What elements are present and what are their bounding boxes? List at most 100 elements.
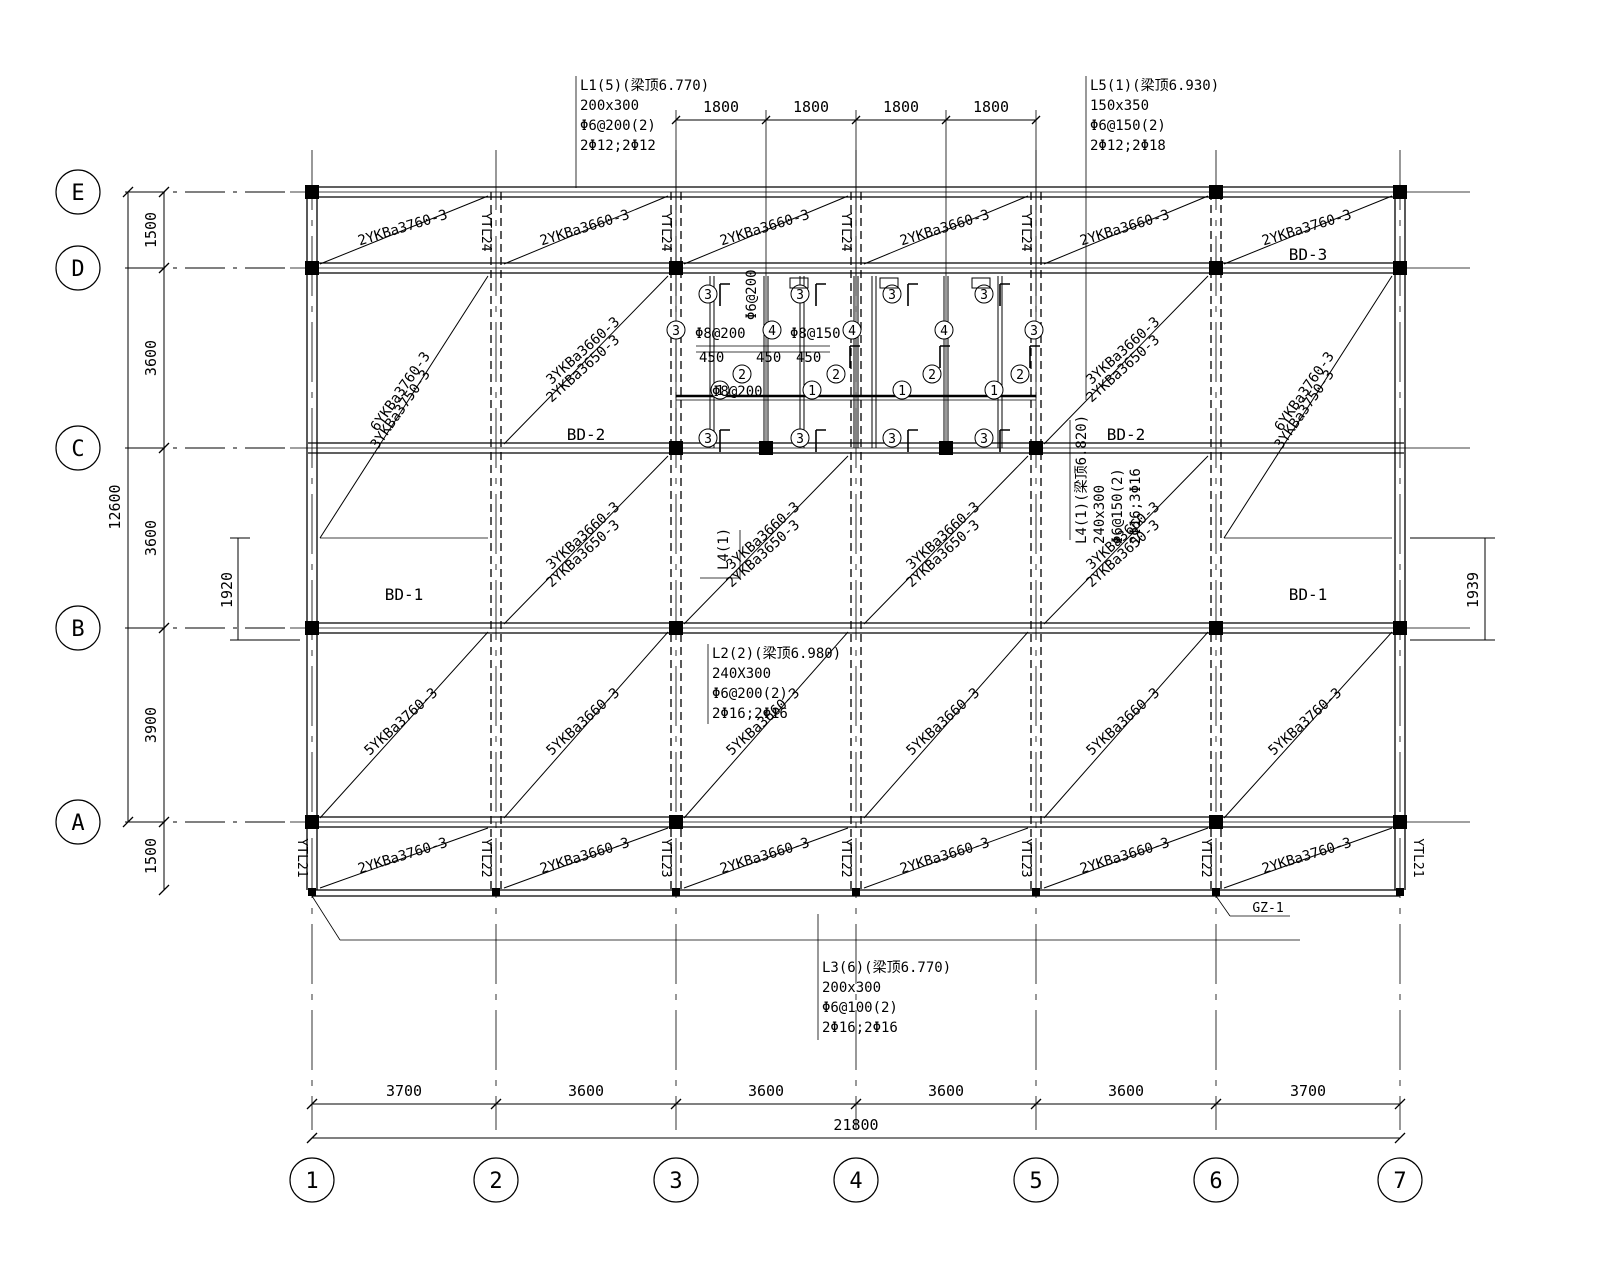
axis-label-6: 6 — [1209, 1169, 1222, 1194]
left-dim-5: 1500 — [142, 838, 160, 874]
beam-L5-label-line-1: L5(1)(梁顶6.930) — [1090, 78, 1219, 94]
rebar-450-label-3: 450 — [796, 350, 821, 366]
beam-L1-label-line-3: Φ6@200(2) — [580, 118, 656, 134]
side-dim-left: 1920 — [218, 572, 236, 608]
slab-diagonal — [683, 195, 849, 265]
slab-label-E1: 2YKBa3760-3 — [356, 207, 449, 249]
slab-label-S5: 2YKBa3660-3 — [1078, 835, 1171, 877]
column — [1209, 185, 1223, 199]
column — [305, 261, 319, 275]
slab-diagonal — [1223, 275, 1393, 539]
leader-line — [311, 895, 341, 941]
left-dim-4: 3900 — [142, 707, 160, 743]
slab-label-A2: 5YKBa3660-3 — [544, 685, 624, 759]
axis-label-1: 1 — [305, 1169, 318, 1194]
slab-diagonal — [503, 827, 669, 889]
bd2-label-left: BD-2 — [567, 425, 606, 444]
axis-label-E: E — [71, 181, 84, 206]
top-dim-4: 1800 — [973, 98, 1009, 116]
rebar-mark-circle — [842, 320, 862, 340]
bottom-dim-2: 3600 — [568, 1082, 604, 1100]
rebar-mark-circle — [732, 364, 752, 384]
slab-diagonal — [1043, 455, 1209, 625]
axis-bubble-B — [55, 605, 101, 651]
rebar-mark-circle — [666, 320, 686, 340]
rebar-hook — [849, 345, 860, 368]
axis-bubble-C — [55, 425, 101, 471]
bottom-total-dim: 21800 — [833, 1116, 878, 1134]
slab-diagonal — [683, 455, 849, 625]
beam-L4-label-line-2: 240x300 — [1092, 485, 1108, 544]
column — [939, 441, 953, 455]
slab-diagonal — [1223, 195, 1393, 265]
bottom-dim-4: 3600 — [928, 1082, 964, 1100]
ytl24-label-3: YTL24 — [838, 212, 853, 251]
column-small — [672, 888, 680, 896]
slab-diagonal — [503, 455, 669, 625]
beam-L2-label-line-2: 240X300 — [712, 666, 771, 682]
rebar-mark-2: 3 — [796, 288, 804, 303]
dim-tick — [158, 884, 170, 896]
dim-tick — [490, 1098, 502, 1110]
rebar-mark-9: 3 — [1030, 324, 1038, 339]
slab-diagonal — [319, 275, 489, 539]
rebar-mark-21: 3 — [980, 432, 988, 447]
rebar-mark-1: 3 — [704, 288, 712, 303]
column-small — [852, 888, 860, 896]
slab-label-S6: 2YKBa3760-3 — [1260, 835, 1353, 877]
slab-label-S2: 2YKBa3660-3 — [538, 835, 631, 877]
top-dim-3: 1800 — [883, 98, 919, 116]
slab-diagonal — [1043, 275, 1209, 445]
slab-label-A5: 5YKBa3660-3 — [1084, 685, 1164, 759]
dim-tick — [122, 816, 134, 828]
rebar-mark-19: 3 — [796, 432, 804, 447]
rebar-hook — [999, 283, 1010, 306]
column-small — [1396, 888, 1404, 896]
rebar-mark-circle — [762, 320, 782, 340]
axis-label-3: 3 — [669, 1169, 682, 1194]
rebar-mark-14: 1 — [716, 384, 724, 399]
slab-label-S3: 2YKBa3660-3 — [718, 835, 811, 877]
rebar-phi6-200-label: Φ6@200 — [744, 269, 760, 320]
left-dim-2: 3600 — [142, 340, 160, 376]
rebar-mark-20: 3 — [888, 432, 896, 447]
slab-diagonal — [863, 631, 1029, 819]
ytl-bottom-label-6: YTL22 — [1198, 838, 1213, 877]
axis-label-2: 2 — [489, 1169, 502, 1194]
rebar-mark-circle — [698, 284, 718, 304]
column — [759, 441, 773, 455]
slab-label-E2: 2YKBa3660-3 — [538, 207, 631, 249]
beam-L1-label-line-2: 200x300 — [580, 98, 639, 114]
stair-opening-mark — [971, 277, 991, 289]
dim-tick — [1210, 1098, 1222, 1110]
column — [669, 261, 683, 275]
ytl-bottom-label-2: YTL22 — [478, 838, 493, 877]
rebar-mark-circle — [882, 284, 902, 304]
rebar-mark-6: 4 — [768, 324, 776, 339]
axis-label-B: B — [71, 617, 84, 642]
rebar-mark-circle — [698, 428, 718, 448]
dim-tick — [158, 622, 170, 634]
axis-bubble-6 — [1193, 1157, 1239, 1203]
bottom-dim-5: 3600 — [1108, 1082, 1144, 1100]
axis-bubble-D — [55, 245, 101, 291]
axis-bubble-A — [55, 799, 101, 845]
rebar-mark-circle — [1010, 364, 1030, 384]
rebar-mark-circle — [882, 428, 902, 448]
rebar-mark-circle — [826, 364, 846, 384]
ytl-bottom-label-3: YTL23 — [658, 838, 673, 877]
beam-L3-label-line-3: Φ6@100(2) — [822, 1000, 898, 1016]
bd2-label-right: BD-2 — [1107, 425, 1146, 444]
bottom-dim-6: 3700 — [1290, 1082, 1326, 1100]
gz1-label: GZ-1 — [1252, 901, 1283, 916]
rebar-mark-circle — [710, 380, 730, 400]
column — [669, 815, 683, 829]
axis-bubble-7 — [1377, 1157, 1423, 1203]
left-dim-1: 1500 — [142, 212, 160, 248]
dim-tick — [1394, 1132, 1406, 1144]
beam-L4-label-line-1: L4(1)(梁顶6.820) — [1074, 415, 1090, 544]
axis-label-A: A — [71, 811, 84, 836]
bottom-dim-3: 3600 — [748, 1082, 784, 1100]
